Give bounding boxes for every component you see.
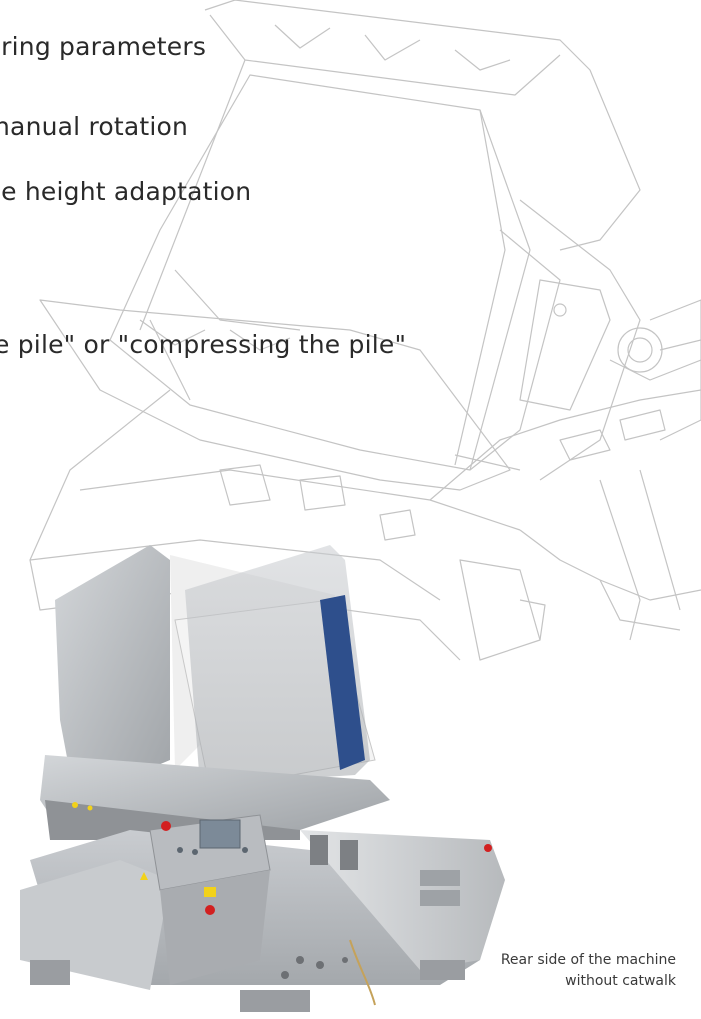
photo-caption: Rear side of the machine without catwalk	[416, 950, 676, 992]
feature-item-3: le height adaptation	[0, 177, 252, 206]
feature-item-2: nanual rotation	[0, 112, 189, 141]
feature-item-1: iring parameters	[0, 32, 207, 61]
caption-line-2: without catwalk	[565, 973, 676, 989]
feature-list: iring parameters nanual rotation le heig…	[0, 0, 701, 420]
caption-line-1: Rear side of the machine	[500, 952, 676, 968]
feature-item-4: e pile" or "compressing the pile"	[0, 330, 407, 359]
